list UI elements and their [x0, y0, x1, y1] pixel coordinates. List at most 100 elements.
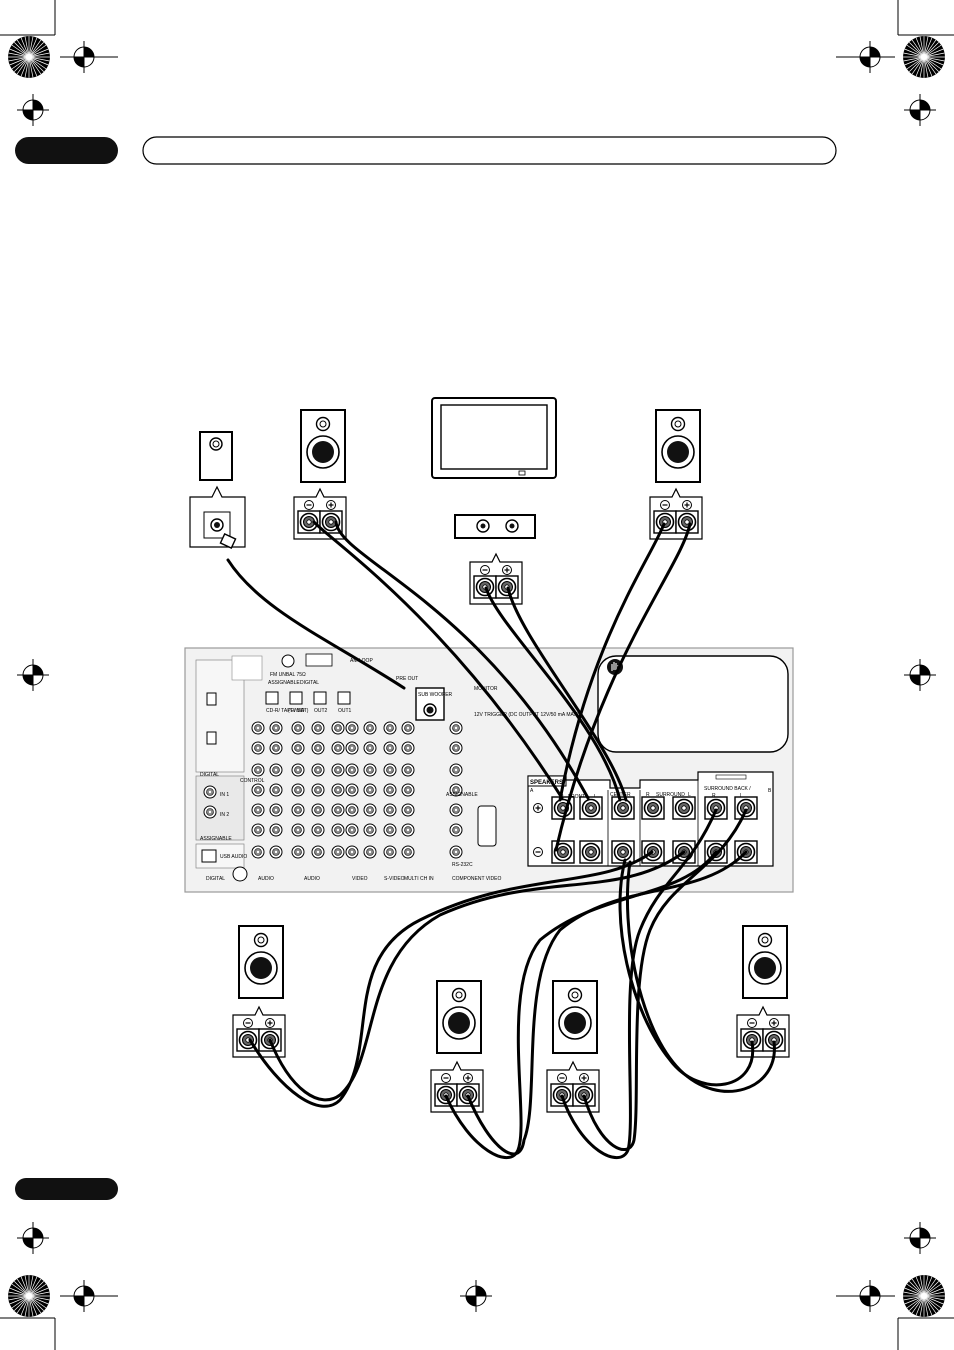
rs232c-label: RS-232C [452, 862, 473, 868]
rca-jack [401, 803, 415, 817]
in1-label: IN 1 [220, 792, 229, 798]
rca-jack [383, 721, 397, 735]
rca-jack [311, 803, 325, 817]
subwoofer-label: SUB WOOFER [418, 692, 453, 698]
rca-jack [383, 845, 397, 859]
out2-label: OUT2 [314, 708, 328, 714]
registration-mark-icon [459, 1279, 493, 1313]
rca-jack [363, 803, 377, 817]
registration-mark-icon [903, 658, 937, 692]
s-video-bottom-label: S-VIDEO [384, 876, 405, 882]
rca-jack [383, 803, 397, 817]
center-label: CENTER [610, 792, 631, 798]
rca-jack [311, 721, 325, 735]
rca-jack [251, 763, 265, 777]
rca-jack [383, 823, 397, 837]
surround-l-label: L [688, 792, 691, 798]
rca-jack [345, 721, 359, 735]
surround-back-label: SURROUND BACK / [704, 786, 751, 792]
surround-right-speaker [737, 925, 789, 1057]
out1-label: OUT1 [338, 708, 352, 714]
rca-jack [251, 845, 265, 859]
rca-jack [363, 845, 377, 859]
rca-jack [251, 741, 265, 755]
rca-jack [331, 721, 345, 735]
subwoofer [189, 431, 246, 549]
rca-jack [363, 823, 377, 837]
rca-jack [291, 803, 305, 817]
rca-jack [401, 763, 415, 777]
cdr-tape-label: CD-R/ TAPE/ MD [266, 708, 305, 714]
audio2-bottom-label: AUDIO [304, 876, 320, 882]
rca-jack [383, 741, 397, 755]
rca-jack [345, 741, 359, 755]
rca-jack [449, 763, 463, 777]
chapter-tab [15, 137, 118, 164]
rca-jack [331, 783, 345, 797]
in2-label: IN 2 [220, 812, 229, 818]
multi-ch-in-label: MULTI CH IN [404, 876, 434, 882]
rca-jack [449, 845, 463, 859]
plus-sign-icon [532, 802, 544, 814]
rca-jack [449, 803, 463, 817]
corner-a-label: A [530, 788, 534, 794]
rca-jack [383, 763, 397, 777]
rca-jack [269, 763, 283, 777]
minus-sign-icon [532, 846, 544, 858]
registration-mark-icon [16, 658, 50, 692]
registration-mark-icon [902, 35, 946, 79]
rca-jack [449, 823, 463, 837]
registration-mark-icon [16, 93, 50, 127]
front-label: FRONT [568, 794, 585, 800]
tv-sat-label: (TV/SAT) [288, 708, 309, 714]
rca-jack [269, 845, 283, 859]
rca-jack [311, 741, 325, 755]
rca-jack [269, 803, 283, 817]
rca-jack [363, 763, 377, 777]
rca-jack [331, 763, 345, 777]
rca-jack [269, 783, 283, 797]
front-left-speaker [294, 409, 346, 539]
center-speaker [454, 514, 536, 604]
registration-mark-icon [903, 93, 937, 127]
rca-jack [311, 823, 325, 837]
rca-jack [291, 823, 305, 837]
preout-label: PRE OUT [396, 676, 418, 682]
digital-left-label: DIGITAL [200, 772, 219, 778]
audio-bottom-label: AUDIO [258, 876, 274, 882]
rca-jack [311, 763, 325, 777]
rca-jack [449, 721, 463, 735]
rca-jack [251, 823, 265, 837]
video-bottom-label: VIDEO [352, 876, 368, 882]
rca-jack [363, 783, 377, 797]
rca-jack [383, 783, 397, 797]
trigger-label: 12V TRIGGER (DC OUTPUT 12V/50 mA MAX) [474, 712, 579, 718]
registration-mark-icon [7, 1274, 51, 1318]
rca-jack [251, 783, 265, 797]
rca-jack [401, 721, 415, 735]
rca-jack [251, 803, 265, 817]
rca-jack [363, 721, 377, 735]
rca-jack [311, 845, 325, 859]
registration-mark-icon [7, 35, 51, 79]
corner-b-label: B [768, 788, 772, 794]
receiver-rear-panel: DIGITAL ASSIGNABLE IN 1 IN 2 USB AUDIO F… [184, 647, 794, 893]
speaker-cables [226, 520, 776, 1160]
surround-back-r-label: R [712, 793, 716, 799]
monitor-label: MONITOR [474, 686, 498, 692]
surround-label: SURROUND [656, 792, 685, 798]
rca-jack [291, 721, 305, 735]
surround-back-l-label: L [740, 793, 743, 799]
rca-jack [331, 823, 345, 837]
registration-mark-icon [16, 1221, 50, 1255]
front-right-speaker [650, 409, 702, 539]
rca-jack [331, 845, 345, 859]
rca-jack [331, 741, 345, 755]
fm-unbal-label: FM UNBAL 75Ω [270, 672, 306, 678]
rca-jack [345, 823, 359, 837]
rca-jack [269, 721, 283, 735]
rca-jack [401, 741, 415, 755]
rca-jack [291, 845, 305, 859]
